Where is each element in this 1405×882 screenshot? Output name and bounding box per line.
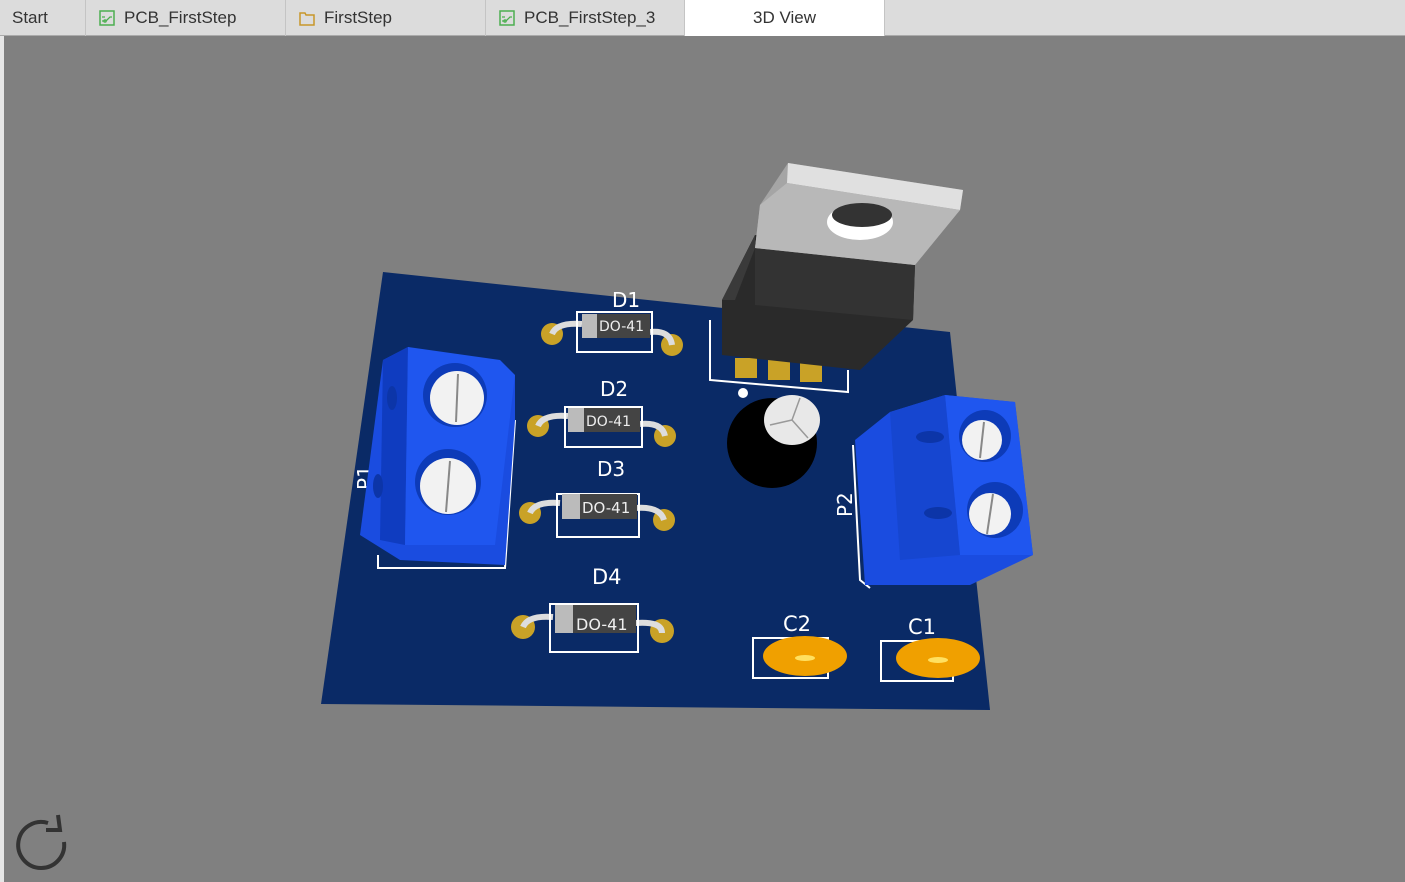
electrolytic-capacitor: [727, 395, 820, 488]
tab-label: FirstStep: [324, 8, 393, 27]
label-d3: D3: [597, 457, 625, 481]
terminal-block-p1: P1: [353, 347, 516, 569]
svg-text:DO-41: DO-41: [582, 499, 630, 517]
label-p2: P2: [833, 492, 857, 517]
capacitor-c2: [752, 636, 847, 679]
voltage-regulator: [709, 163, 963, 398]
diode-d1: DO-41: [541, 311, 683, 356]
tab-label: PCB_FirstStep_3: [524, 8, 656, 27]
tab-label: 3D View: [753, 8, 816, 27]
diode-d2: DO-41: [527, 406, 676, 448]
diode-d4: DO-41: [511, 603, 674, 653]
diode-d3: DO-41: [519, 493, 675, 538]
svg-text:DO-41: DO-41: [576, 615, 628, 634]
label-d2: D2: [600, 377, 628, 401]
terminal-block-p2: P2: [833, 395, 1033, 589]
tab-3d-view[interactable]: 3D View: [685, 0, 885, 36]
tab-pcb-firststep-3[interactable]: PCB_FirstStep_3: [486, 0, 685, 36]
label-c2: C2: [783, 612, 811, 636]
svg-text:DO-41: DO-41: [599, 319, 644, 335]
label-c1: C1: [908, 615, 936, 639]
tab-firststep[interactable]: FirstStep: [286, 0, 486, 36]
3d-viewport[interactable]: DO-41 D1 DO-41 D2 D3 DO-41 D4 DO-41: [4, 36, 1405, 882]
folder-icon: [299, 12, 315, 26]
svg-text:DO-41: DO-41: [586, 414, 631, 430]
tab-label: Start: [12, 8, 48, 27]
pcb-icon: [99, 10, 115, 26]
capacitor-c1: [880, 638, 980, 682]
label-d1: D1: [612, 288, 640, 312]
refresh-icon[interactable]: [10, 812, 72, 874]
tab-pcb-firststep[interactable]: PCB_FirstStep: [86, 0, 286, 36]
left-edge: [0, 36, 4, 882]
pcb-icon: [499, 10, 515, 26]
tab-label: PCB_FirstStep: [124, 8, 237, 27]
label-d4: D4: [592, 565, 622, 589]
tab-bar: Start PCB_FirstStep FirstStep PCB_FirstS…: [0, 0, 1405, 36]
tab-start[interactable]: Start: [0, 0, 86, 36]
